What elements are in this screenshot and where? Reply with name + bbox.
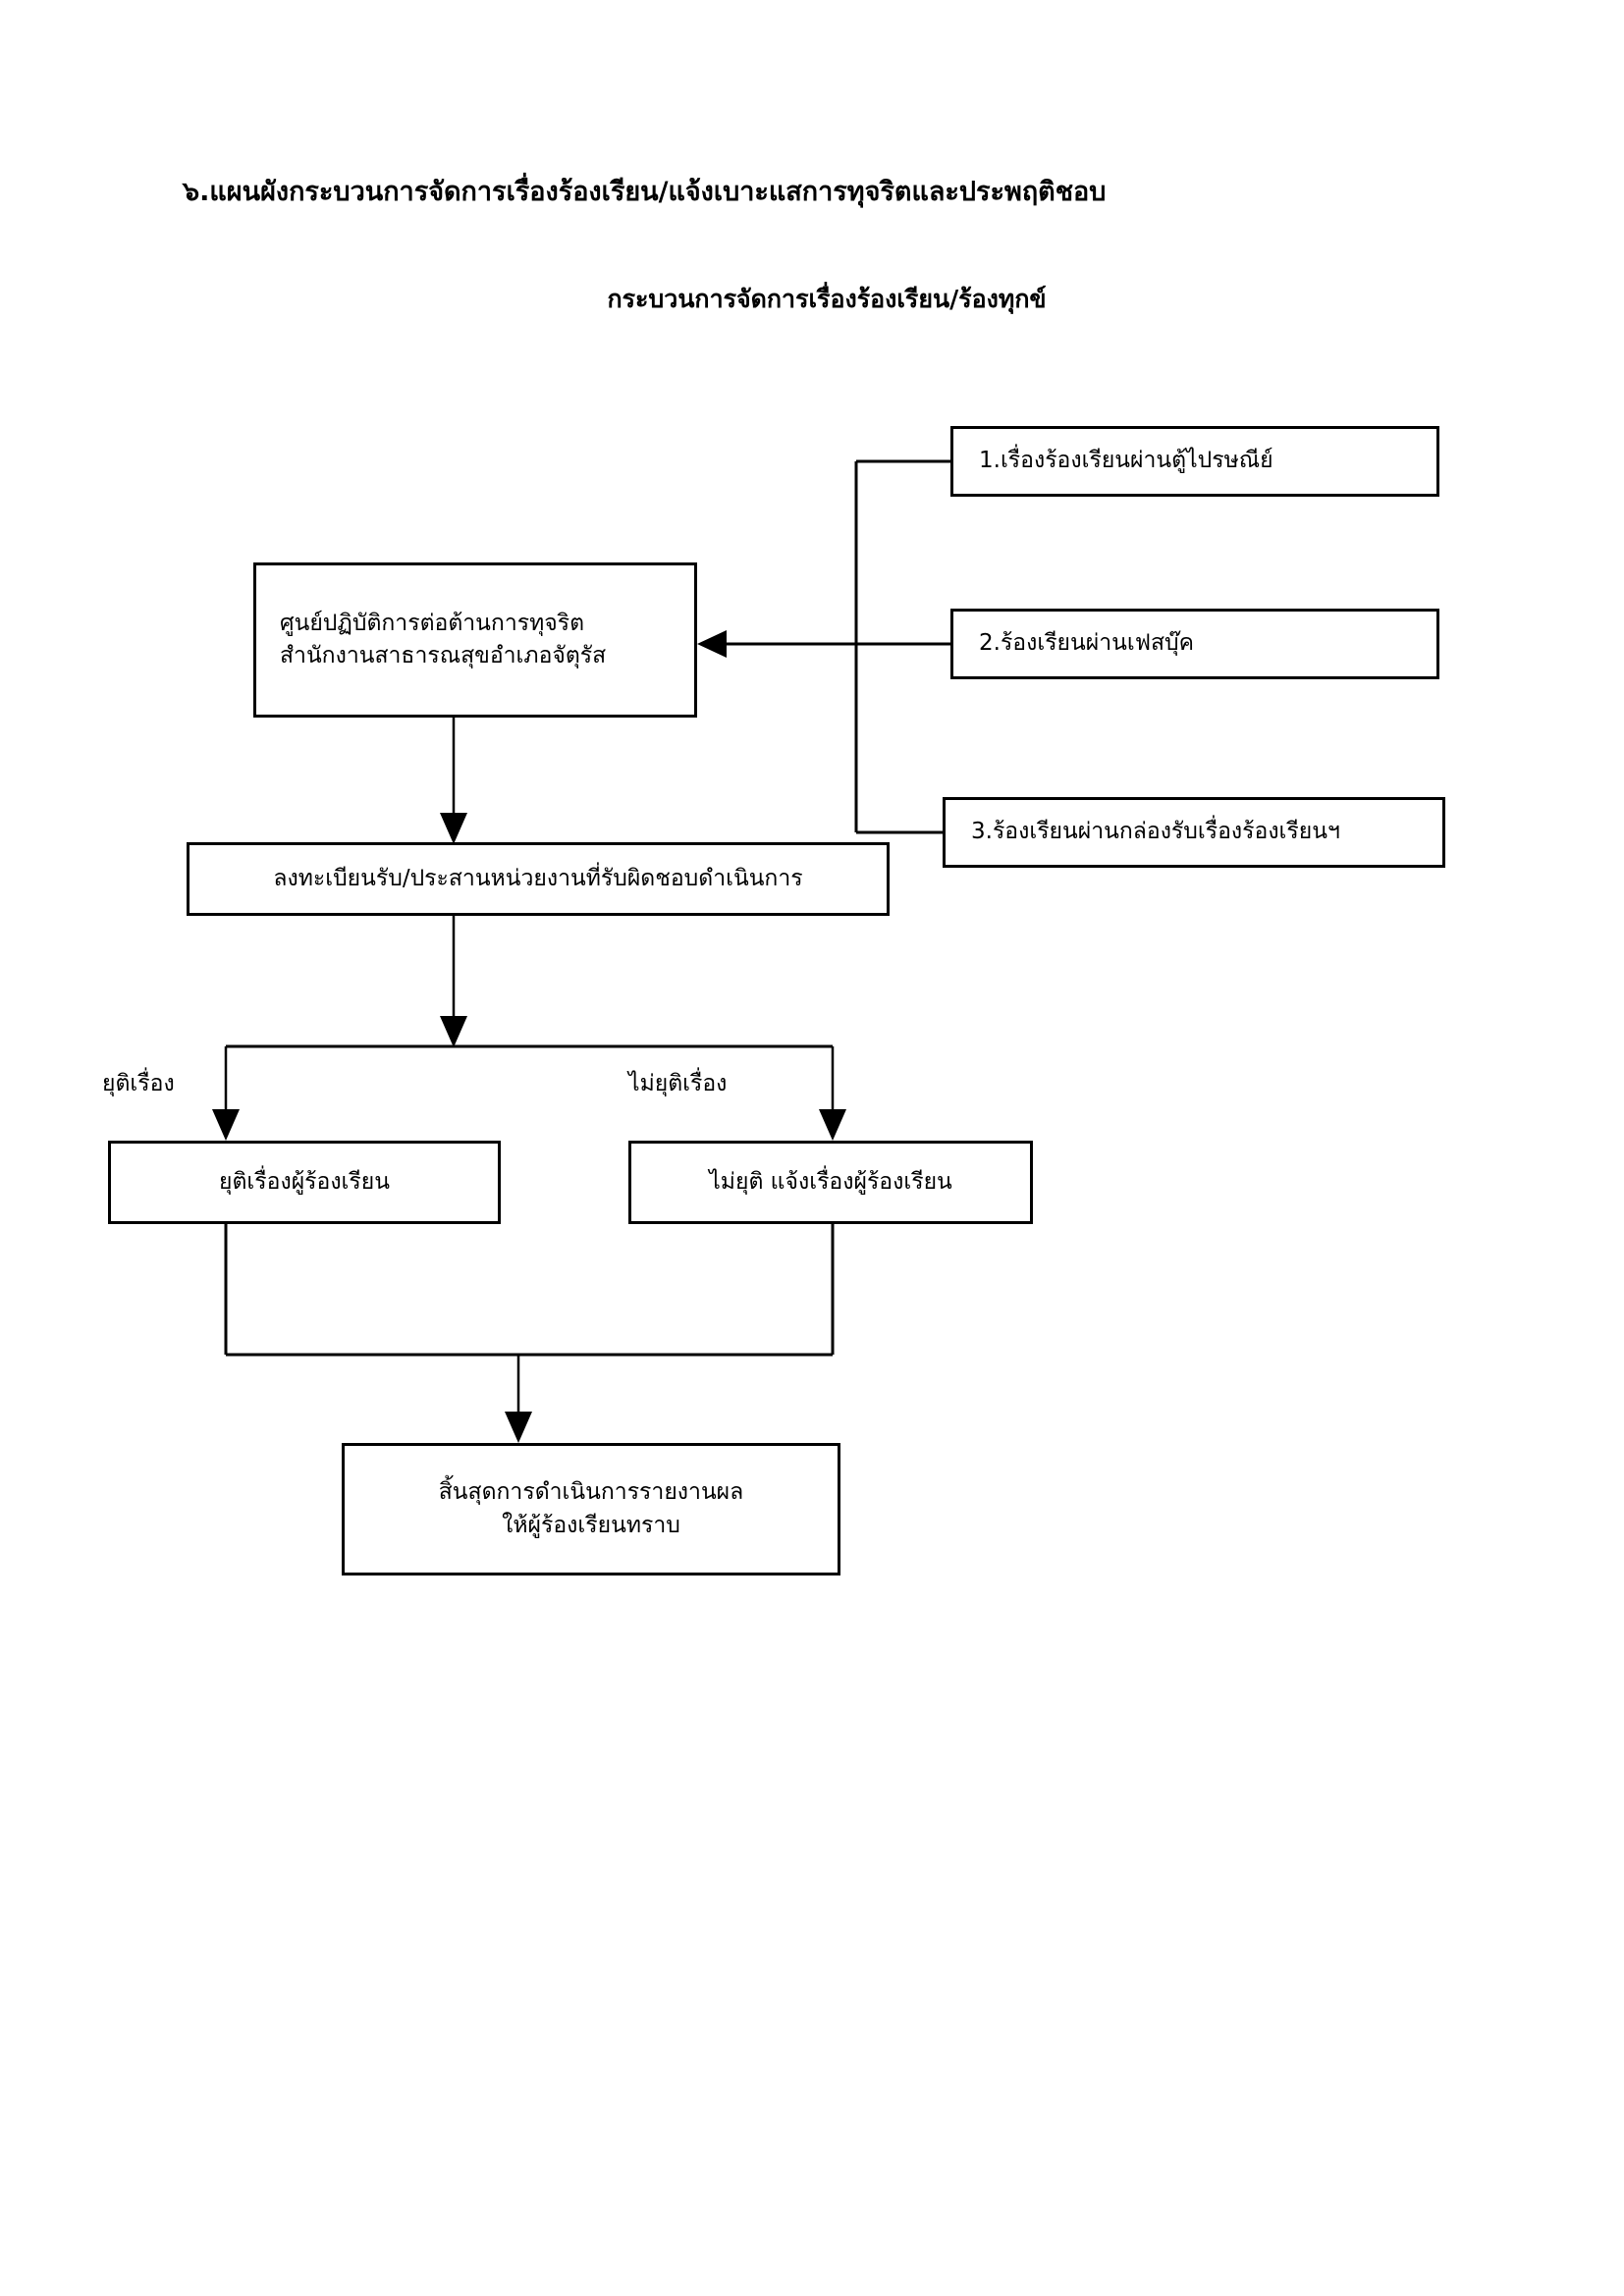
arrowhead-into-terminate bbox=[212, 1109, 240, 1141]
node-terminate-label: ยุติเรื่องผู้ร้องเรียน bbox=[219, 1168, 390, 1195]
arrowhead-into-center bbox=[697, 630, 727, 658]
node-center-line-1: ศูนย์ปฏิบัติการต่อต้านการทุจริต bbox=[280, 610, 585, 636]
branch-label-terminate: ยุติเรื่อง bbox=[102, 1071, 175, 1096]
node-process-end-report: สิ้นสุดการดำเนินการรายงานผล ให้ผู้ร้องเร… bbox=[342, 1443, 840, 1575]
page-subtitle: กระบวนการจัดการเรื่องร้องเรียน/ร้องทุกข์ bbox=[607, 285, 1047, 313]
arrowhead-into-split bbox=[440, 1016, 467, 1047]
node-final-text: สิ้นสุดการดำเนินการรายงานผล ให้ผู้ร้องเร… bbox=[345, 1476, 838, 1542]
arrowhead-into-register bbox=[440, 813, 467, 844]
node-register-and-coordinate: ลงทะเบียนรับ/ประสานหน่วยงานที่รับผิดชอบด… bbox=[187, 842, 890, 916]
node-case-terminated: ยุติเรื่องผู้ร้องเรียน bbox=[108, 1141, 501, 1224]
node-anti-corruption-center: ศูนย์ปฏิบัติการต่อต้านการทุจริต สำนักงาน… bbox=[253, 562, 697, 718]
node-complaint-source-facebook: 2.ร้องเรียนผ่านเฟสบุ๊ค bbox=[950, 609, 1439, 679]
node-final-line-1: สิ้นสุดการดำเนินการรายงานผล bbox=[438, 1479, 744, 1506]
page-title: ๖.แผนผังกระบวนการจัดการเรื่องร้องเรียน/แ… bbox=[183, 177, 1107, 207]
node-source-1-label: 1.เรื่องร้องเรียนผ่านตู้ไปรษณีย์ bbox=[979, 448, 1273, 474]
node-register-label: ลงทะเบียนรับ/ประสานหน่วยงานที่รับผิดชอบด… bbox=[273, 865, 803, 891]
node-complaint-source-dropbox: 3.ร้องเรียนผ่านกล่องรับเรื่องร้องเรียนฯ bbox=[943, 797, 1445, 868]
branch-label-continue: ไม่ยุติเรื่อง bbox=[628, 1071, 728, 1096]
arrowhead-into-continue bbox=[819, 1109, 846, 1141]
node-center-text: ศูนย์ปฏิบัติการต่อต้านการทุจริต สำนักงาน… bbox=[280, 608, 694, 673]
node-final-line-2: ให้ผู้ร้องเรียนทราบ bbox=[502, 1512, 680, 1538]
node-continue-label: ไม่ยุติ แจ้งเรื่องผู้ร้องเรียน bbox=[709, 1168, 952, 1195]
node-source-3-label: 3.ร้องเรียนผ่านกล่องรับเรื่องร้องเรียนฯ bbox=[971, 819, 1340, 845]
node-complaint-source-mailbox: 1.เรื่องร้องเรียนผ่านตู้ไปรษณีย์ bbox=[950, 426, 1439, 497]
arrowhead-into-final bbox=[505, 1412, 532, 1443]
node-source-2-label: 2.ร้องเรียนผ่านเฟสบุ๊ค bbox=[979, 630, 1195, 657]
node-center-line-2: สำนักงานสาธารณสุขอำเภอจัตุรัส bbox=[280, 643, 607, 668]
node-case-not-terminated: ไม่ยุติ แจ้งเรื่องผู้ร้องเรียน bbox=[628, 1141, 1033, 1224]
